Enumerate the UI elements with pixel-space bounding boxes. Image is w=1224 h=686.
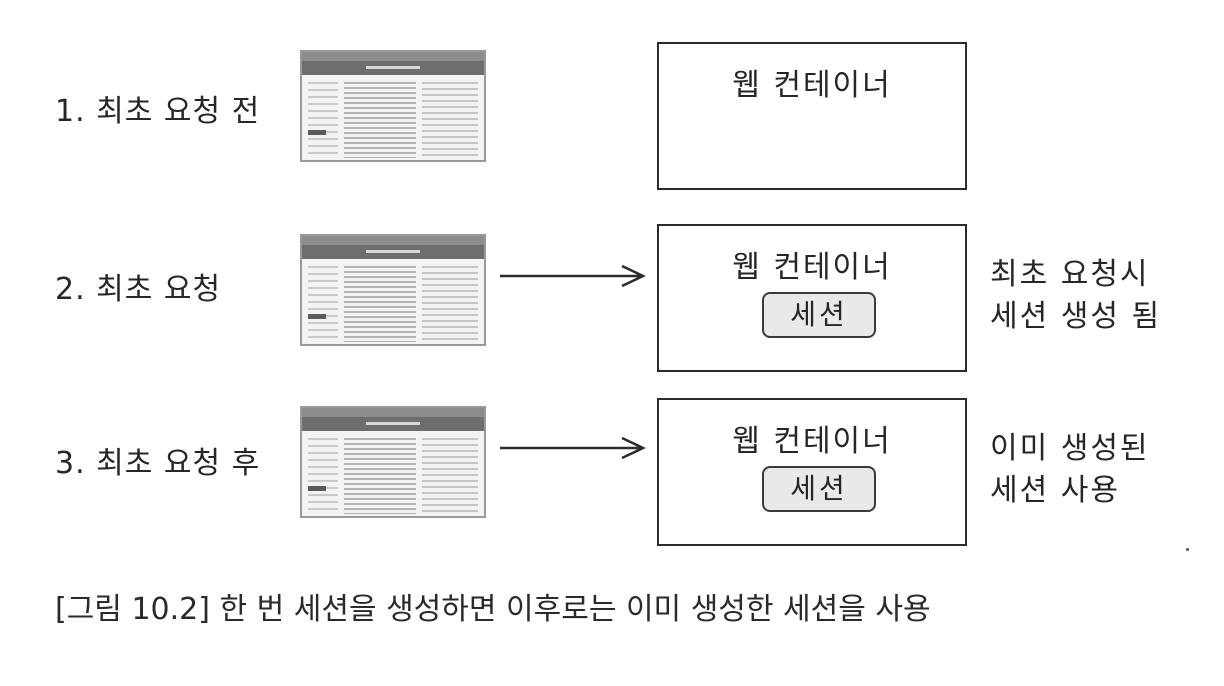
stray-dot xyxy=(1186,548,1189,551)
browser-thumbnail xyxy=(300,234,486,346)
step-row-1: 1. 최초 요청 전 웹 컨테이너 xyxy=(0,42,1224,192)
step-row-2: 2. 최초 요청 웹 컨테이너 세션 최초 요청시 세션 생성 됨 xyxy=(0,224,1224,374)
web-container-box: 웹 컨테이너 xyxy=(657,42,967,190)
note-line: 세션 사용 xyxy=(990,473,1120,508)
session-badge: 세션 xyxy=(762,292,876,338)
browser-thumbnail xyxy=(300,406,486,518)
session-badge: 세션 xyxy=(762,466,876,512)
step-note: 최초 요청시 세션 생성 됨 xyxy=(990,254,1161,338)
browser-thumbnail xyxy=(300,50,486,162)
container-title: 웹 컨테이너 xyxy=(732,68,892,103)
figure-caption: [그림 10.2] 한 번 세션을 생성하면 이후로는 이미 생성한 세션을 사… xyxy=(55,592,931,627)
web-container-box: 웹 컨테이너 세션 xyxy=(657,398,967,546)
step-label: 1. 최초 요청 전 xyxy=(55,94,261,129)
step-note: 이미 생성된 세션 사용 xyxy=(990,428,1150,512)
arrow-right-icon xyxy=(500,264,646,288)
arrow-right-icon xyxy=(500,436,646,460)
note-line: 최초 요청시 xyxy=(990,257,1150,292)
note-line: 이미 생성된 xyxy=(990,431,1150,466)
note-line: 세션 생성 됨 xyxy=(990,299,1162,334)
container-title: 웹 컨테이너 xyxy=(732,250,892,285)
step-row-3: 3. 최초 요청 후 웹 컨테이너 세션 이미 생성된 세션 사용 xyxy=(0,398,1224,548)
web-container-box: 웹 컨테이너 세션 xyxy=(657,224,967,372)
step-label: 2. 최초 요청 xyxy=(55,272,222,307)
container-title: 웹 컨테이너 xyxy=(732,424,892,459)
step-label: 3. 최초 요청 후 xyxy=(55,446,261,481)
